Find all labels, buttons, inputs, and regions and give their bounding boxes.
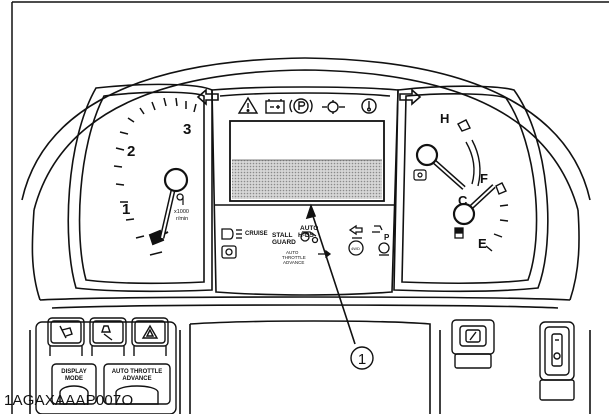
- headlight-icon: [221, 228, 242, 240]
- lower-console: [29, 296, 591, 414]
- parking-brake-icon: [289, 98, 313, 114]
- tach-tick-2: 2: [127, 143, 135, 160]
- auto-throttle-label-2: THROTTLE: [282, 255, 306, 260]
- stall-guard-label-2: GUARD: [272, 239, 296, 246]
- fuel-gauge-needle: [452, 184, 496, 226]
- lcd-display: [229, 120, 385, 202]
- rocker-switch[interactable]: [539, 321, 575, 401]
- stall-guard-label-1: STALL: [272, 232, 292, 239]
- gear-icon: [378, 242, 390, 256]
- callout-number: 1: [358, 351, 366, 368]
- switch-button-2[interactable]: [89, 317, 127, 356]
- four-wd-label: 4WD: [351, 246, 360, 251]
- fuel-full-label: F: [480, 171, 488, 186]
- callout-marker: 1: [350, 346, 374, 370]
- cruise-label: CRUISE: [245, 231, 268, 237]
- fuel-gauge-scale: [485, 182, 509, 252]
- auto-throttle-label-1: AUTO: [286, 250, 299, 255]
- tachometer-needle: [159, 167, 189, 239]
- coolant-temp-warning-icon: [361, 98, 377, 114]
- fuel-pump-icon: [454, 227, 464, 239]
- switch-button-3[interactable]: [131, 317, 169, 356]
- work-light-icon: [59, 325, 73, 339]
- dashboard-cowl: [21, 57, 591, 301]
- tach-unit-top: x1000: [174, 209, 189, 215]
- switch-button-1[interactable]: [47, 317, 85, 356]
- oil-pressure-icon: [322, 100, 345, 114]
- tach-tick-1: 1: [122, 201, 130, 218]
- display-icon: [221, 245, 237, 259]
- auto-throttle-label-b: ADVANCE: [122, 376, 151, 382]
- coolant-temp-icon: [413, 169, 427, 181]
- display-mode-switch[interactable]: [51, 363, 97, 405]
- temp-gauge-needle: [415, 143, 466, 190]
- warning-icons-row: [237, 96, 377, 114]
- pto-icon: [372, 225, 383, 233]
- tach-unit-bottom: r/min: [176, 216, 188, 222]
- auto-throttle-label-3: ADVANCE: [283, 260, 304, 265]
- tachometer-scale: [113, 97, 197, 256]
- four-wd-icon: [348, 240, 364, 256]
- temp-high-label: H: [440, 111, 449, 126]
- master-warning-icon: [237, 96, 259, 114]
- center-display-housing: [211, 86, 399, 296]
- figure-id: 1AGAXAAAP007O: [4, 392, 134, 409]
- frame: [11, 1, 609, 414]
- park-label: P: [384, 233, 390, 242]
- auto-hds-label-2: H-DS: [298, 232, 315, 239]
- indicator-icons: [221, 224, 390, 259]
- auto-throttle-label-a: AUTO THROTTLE: [112, 369, 163, 375]
- fuel-empty-label: E: [478, 236, 487, 251]
- auto-throttle-switch[interactable]: [103, 363, 171, 405]
- temp-gauge-scale: [457, 119, 481, 187]
- temp-cold-label: C: [458, 193, 468, 208]
- auto-hds-label-1: AUTO: [300, 225, 318, 232]
- rocker-icon: [551, 333, 563, 367]
- tach-tick-3: 3: [183, 121, 191, 138]
- turn-left-icon: [196, 88, 219, 106]
- display-mode-label-1: DISPLAY: [61, 369, 86, 375]
- wiper-icon: [465, 329, 481, 343]
- tachometer-pod: [67, 83, 213, 293]
- tractor-icon: [300, 231, 319, 244]
- engine-speed-icon: [176, 193, 184, 205]
- battery-charge-icon: [265, 99, 285, 114]
- beacon-light-icon: [101, 325, 113, 341]
- hydraulic-icon: [348, 224, 363, 239]
- rear-wiper-switch[interactable]: [451, 319, 495, 369]
- right-gauge-pod: [393, 85, 549, 293]
- display-mode-label-2: MODE: [65, 376, 83, 382]
- hazard-icon: [141, 324, 159, 339]
- turn-right-icon: [399, 88, 422, 106]
